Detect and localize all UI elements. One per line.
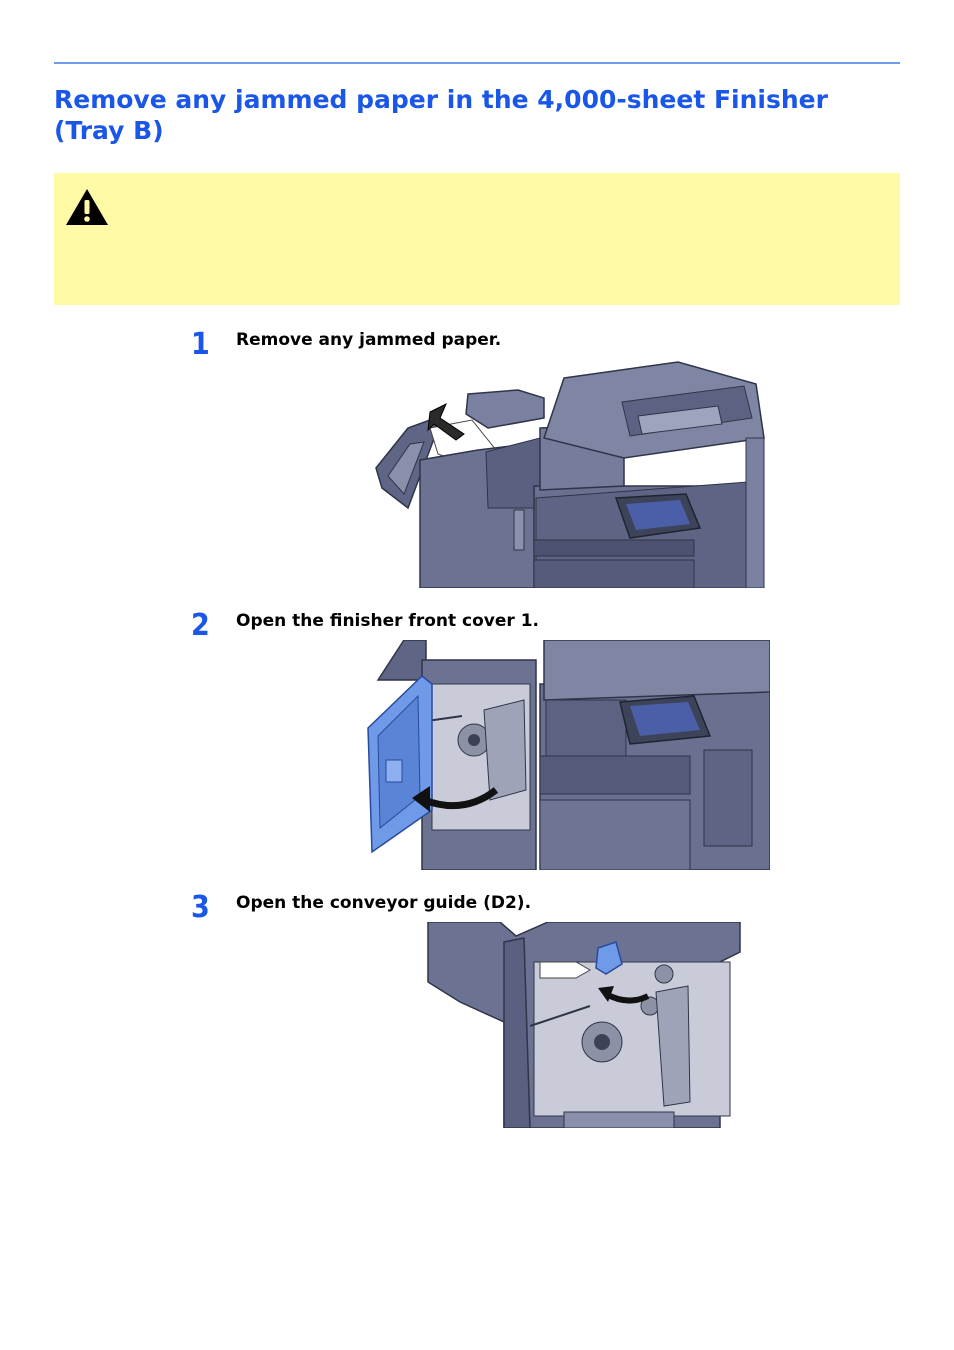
step-2-illustration <box>367 640 770 870</box>
page-title: Remove any jammed paper in the 4,000-she… <box>54 85 828 145</box>
step-2-number: 2 <box>191 608 210 643</box>
step-1-number: 1 <box>191 327 210 362</box>
step-3-illustration <box>427 922 741 1128</box>
warning-triangle-icon <box>66 189 108 225</box>
step-1-text: Remove any jammed paper. <box>236 330 502 350</box>
step-3-number: 3 <box>191 890 210 925</box>
step-1-illustration <box>375 361 765 588</box>
step-3-text: Open the conveyor guide (D2). <box>236 893 532 913</box>
step-2-text: Open the finisher front cover 1. <box>236 611 539 631</box>
caution-box <box>54 173 900 305</box>
header-rule <box>54 62 900 64</box>
